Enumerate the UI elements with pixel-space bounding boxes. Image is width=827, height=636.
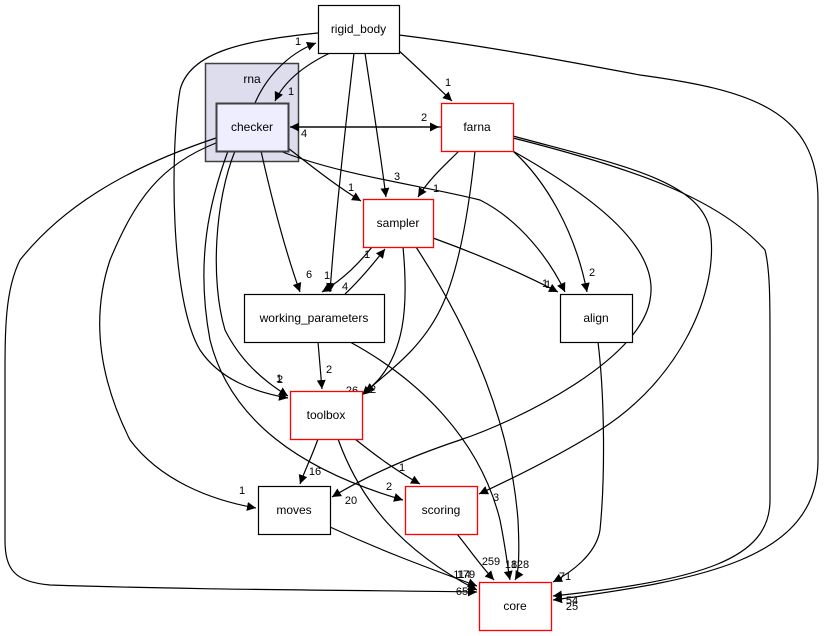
edge-label-rigid_body-to-core[interactable]: 25 [566,601,578,613]
edge-label-sampler-to-align[interactable]: 1 [542,278,548,290]
edge-label-rigid_body-to-farna[interactable]: 1 [445,77,451,89]
edge-label-toolbox-to-scoring[interactable]: 1 [399,462,405,474]
node-box[interactable] [243,293,386,344]
node-box[interactable] [317,4,401,55]
node-align[interactable]: align [559,293,634,344]
edge-sampler-to-working_parameters[interactable] [321,246,373,293]
edge-checker-to-working_parameters[interactable] [260,150,302,293]
edge-label-align-to-core[interactable]: 71 [559,571,571,583]
node-core[interactable]: core [478,581,553,632]
edge-rigid_body-to-farna[interactable] [397,49,453,102]
edge-label-toolbox-to-core[interactable]: 179 [457,569,475,581]
node-label[interactable]: rigid_body [331,22,386,36]
edge-label-checker-to-sampler[interactable]: 1 [348,182,354,194]
edge-sampler-to-core[interactable] [415,246,524,581]
node-toolbox[interactable]: toolbox [289,390,364,441]
edge-toolbox-to-scoring[interactable] [354,438,421,485]
edge-checker-to-toolbox[interactable] [215,150,289,397]
edge-label-checker-to-scoring[interactable]: 2 [386,481,392,493]
edge-farna-to-core[interactable] [512,137,771,600]
edge-label-moves-to-core[interactable]: 114 [453,569,471,581]
edge-label-checker-to-core[interactable]: 65 [456,586,468,598]
node-moves[interactable]: moves [257,485,332,536]
edge-label-checker-to-farna[interactable]: 2 [421,112,427,124]
node-label[interactable]: scoring [422,503,461,517]
node-box[interactable] [257,485,332,536]
edge-rigid_body-to-core[interactable] [398,34,819,604]
node-box[interactable] [440,102,515,153]
node-label[interactable]: farna [463,120,491,134]
edge-checker-to-rigid_body[interactable] [254,42,317,104]
edge-label-working_parameters-to-toolbox[interactable]: 2 [326,364,332,376]
node-label[interactable]: working_parameters [259,311,369,325]
edge-farna-to-sampler[interactable] [417,150,460,198]
node-scoring[interactable]: scoring [404,485,479,536]
edge-farna-to-moves[interactable] [331,149,652,498]
edge-label-rigid_body-to-checker[interactable]: 1 [288,86,294,98]
edge-label-checker-to-rigid_body[interactable]: 1 [295,36,301,48]
node-farna[interactable]: farna [440,102,515,153]
edge-working_parameters-to-sampler[interactable] [344,248,386,295]
node-sampler[interactable]: sampler [362,198,435,249]
edge-label-rigid_body-to-toolbox[interactable]: 1 [276,373,282,385]
edge-label-checker-to-toolbox[interactable]: 2 [277,374,283,386]
edge-working_parameters-to-toolbox[interactable] [316,341,326,390]
edge-label-checker-to-working_parameters[interactable]: 6 [306,269,312,281]
edge-label-scoring-to-core[interactable]: 259 [482,556,500,568]
node-box[interactable] [559,293,634,344]
edge-farna-to-scoring[interactable] [478,135,713,495]
node-label[interactable]: moves [276,503,311,517]
edge-label-farna-to-core[interactable]: 54 [566,595,578,607]
edge-label-checker-to-moves[interactable]: 1 [239,485,245,497]
edge-checker-to-align[interactable] [279,150,566,293]
edge-label-farna-to-sampler[interactable]: 1 [433,183,439,195]
edge-label-working_parameters-to-sampler[interactable]: 1 [364,249,370,261]
edge-rigid_body-to-toolbox[interactable] [173,32,319,401]
edge-toolbox-to-core[interactable] [337,438,478,591]
node-working-parameters[interactable]: working_parameters [243,293,386,344]
node-box[interactable] [478,581,553,632]
edge-farna-to-toolbox[interactable] [361,150,476,396]
edge-moves-to-core[interactable] [329,526,478,588]
node-label[interactable]: sampler [377,216,420,230]
edge-scoring-to-core[interactable] [456,533,495,581]
node-label[interactable]: align [583,311,608,325]
node-box[interactable] [404,485,479,536]
edge-label-sampler-to-core[interactable]: 128 [511,559,529,571]
edge-label-farna-to-scoring[interactable]: 3 [493,492,499,504]
edge-label-working_parameters-to-core[interactable]: 18 [505,559,517,571]
node-label[interactable]: core [503,599,527,613]
edge-checker-to-moves[interactable] [98,142,257,511]
edge-sampler-to-align[interactable] [432,237,559,293]
edge-rigid_body-to-checker[interactable] [274,52,331,102]
edge-label-farna-to-moves[interactable]: 20 [345,495,357,507]
edge-sampler-to-toolbox[interactable] [364,246,406,393]
edge-working_parameters-to-core[interactable] [349,341,513,581]
node-box[interactable] [289,390,364,441]
edge-align-to-core[interactable] [552,341,605,583]
node-box[interactable] [215,102,290,153]
node-checker[interactable]: checker [215,102,290,153]
edge-label-checker-to-align[interactable]: 1 [545,279,551,291]
node-rigid-body[interactable]: rigid_body [317,4,401,55]
edge-label-toolbox-to-moves[interactable]: 16 [309,466,321,478]
edge-label-rigid_body-to-working_parameters[interactable]: 1 [324,270,330,282]
edge-rigid_body-to-working_parameters[interactable] [326,52,355,293]
edge-checker-to-core[interactable] [4,137,478,597]
node-label[interactable]: toolbox [307,408,346,422]
edge-label-rigid_body-to-sampler[interactable]: 3 [394,171,400,183]
edge-checker-to-scoring[interactable] [203,150,404,502]
edge-label-sampler-to-working_parameters[interactable]: 4 [342,281,348,293]
edge-label-sampler-to-toolbox[interactable]: 2 [370,384,376,396]
edge-checker-to-sampler[interactable] [287,147,362,202]
cluster-label: rna [243,72,261,86]
edge-label-farna-to-align[interactable]: 2 [589,267,595,279]
edge-rigid_body-to-sampler[interactable] [364,52,390,198]
edge-farna-to-align[interactable] [512,150,590,293]
node-label[interactable]: checker [231,120,273,134]
edge-label-farna-to-checker[interactable]: 4 [301,128,307,140]
edge-toolbox-to-moves[interactable] [298,438,319,485]
node-box[interactable] [362,198,435,249]
